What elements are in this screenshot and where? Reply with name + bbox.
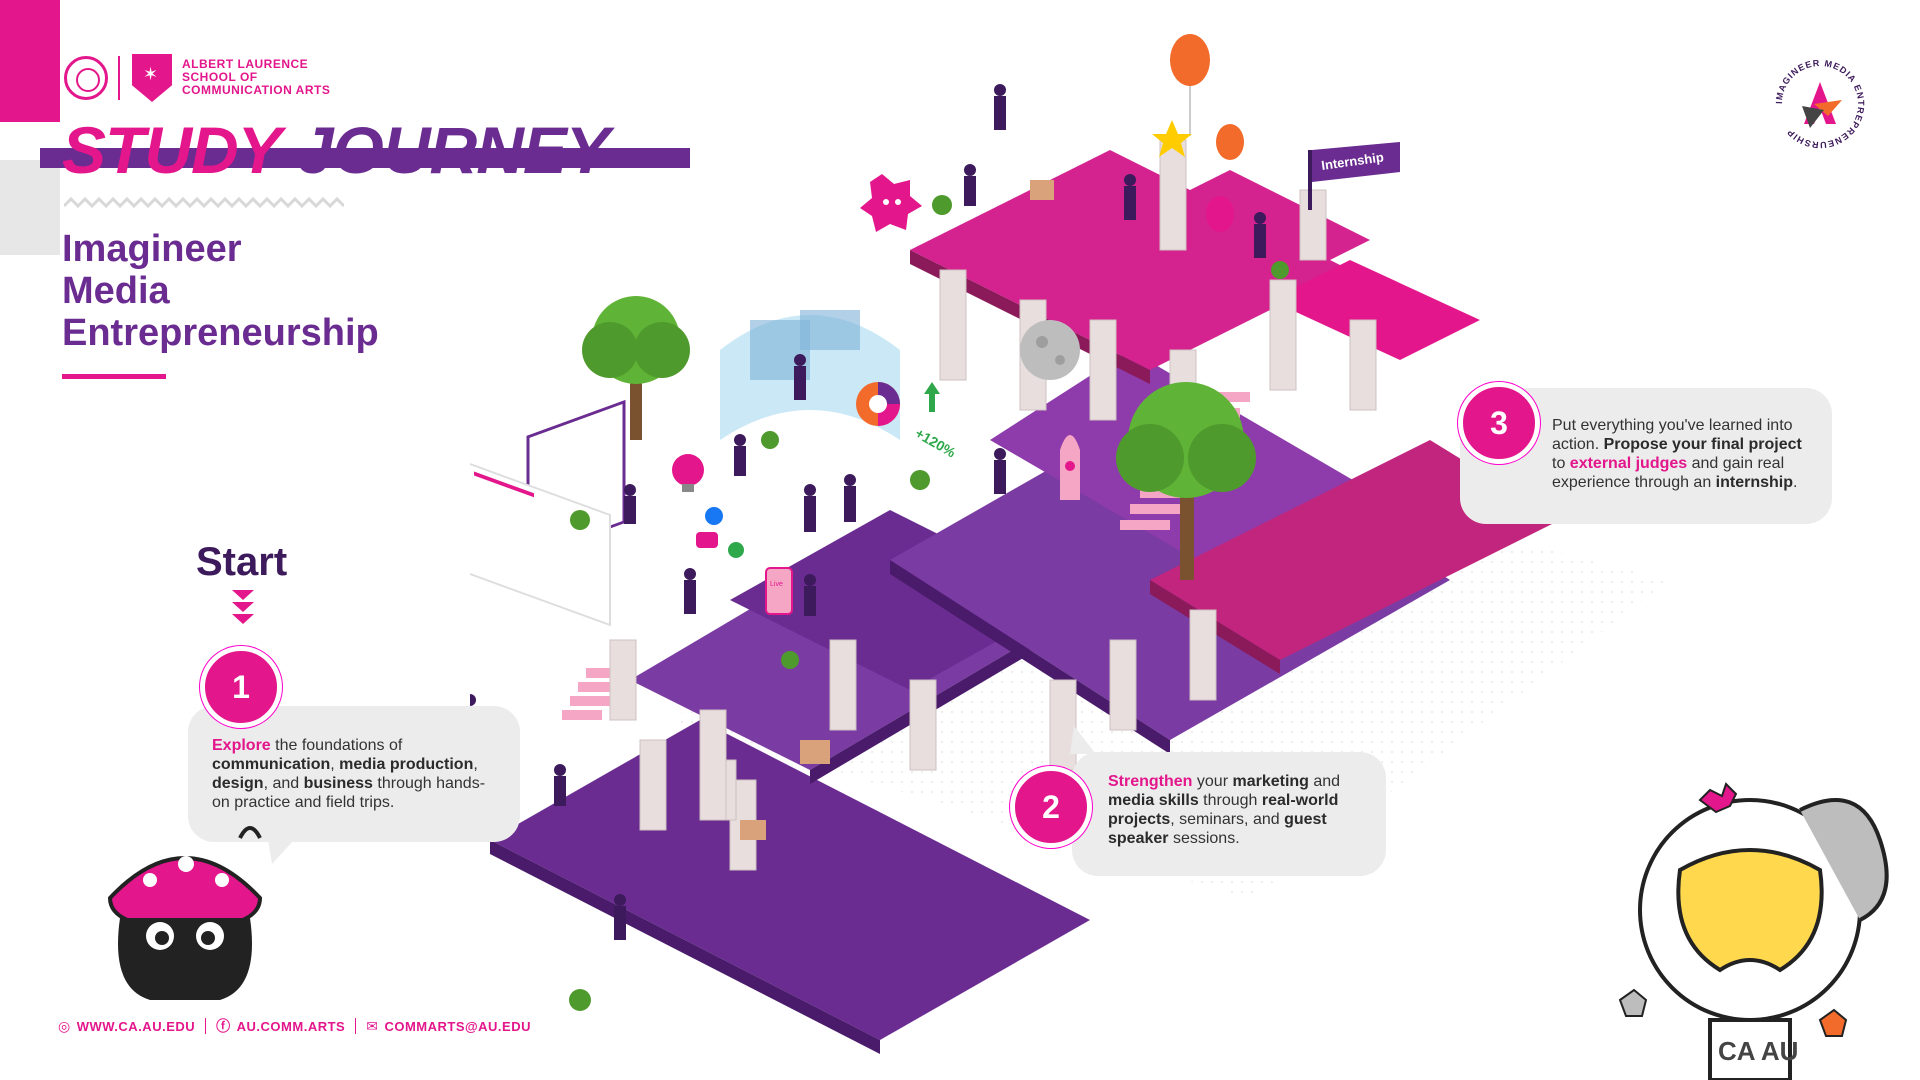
mushroom-mascot-icon	[107, 826, 263, 1000]
program-name: Imagineer Media Entrepreneurship	[62, 228, 379, 354]
svg-text:+120%: +120%	[913, 425, 960, 461]
university-seal-icon	[64, 56, 108, 100]
decorative-strip-magenta	[0, 0, 60, 122]
page-title: STUDY JOURNEY	[62, 113, 610, 187]
step-2-number: 2	[1010, 766, 1092, 848]
step-1-card: Explore the foundations of communication…	[188, 706, 520, 842]
astronaut-mascot-icon: CA AU	[1618, 782, 1889, 1080]
website-link[interactable]: ◎ WWW.CA.AU.EDU	[58, 1017, 196, 1034]
svg-text:CA AU: CA AU	[1718, 1036, 1798, 1066]
imagineer-badge-icon: IMAGINEER MEDIA ENTREPRENEURSHIP	[1774, 58, 1865, 150]
study-journey-illustration: +120% Internship	[470, 34, 1670, 1054]
step-3-number: 3	[1458, 382, 1540, 464]
facebook-icon: ⓕ	[216, 1018, 231, 1034]
logo-divider	[118, 56, 120, 100]
start-label: Start	[196, 540, 288, 584]
decorative-strip-grey	[0, 160, 60, 255]
step-2-card-tail	[1070, 726, 1096, 754]
step-2-card: Strengthen your marketing and media skil…	[1072, 752, 1386, 876]
step-1-card-tail	[268, 840, 294, 864]
mail-icon: ✉	[366, 1017, 379, 1034]
globe-icon: ◎	[58, 1017, 71, 1034]
zigzag-divider-icon	[64, 196, 344, 209]
start-arrow-icon	[232, 590, 254, 624]
program-underline	[62, 374, 166, 379]
email-link[interactable]: ✉ COMMARTS@AU.EDU	[366, 1017, 531, 1034]
footer-contacts: ◎ WWW.CA.AU.EDU ⓕ AU.COMM.ARTS ✉ COMMART…	[58, 1016, 531, 1036]
school-name: ALBERT LAURENCE SCHOOL OF COMMUNICATION …	[182, 57, 331, 97]
school-shield-icon	[132, 54, 172, 102]
svg-text:Live: Live	[770, 581, 783, 588]
title-underbar	[40, 148, 690, 168]
facebook-link[interactable]: ⓕ AU.COMM.ARTS	[216, 1018, 346, 1034]
step-1-number: 1	[200, 646, 282, 728]
